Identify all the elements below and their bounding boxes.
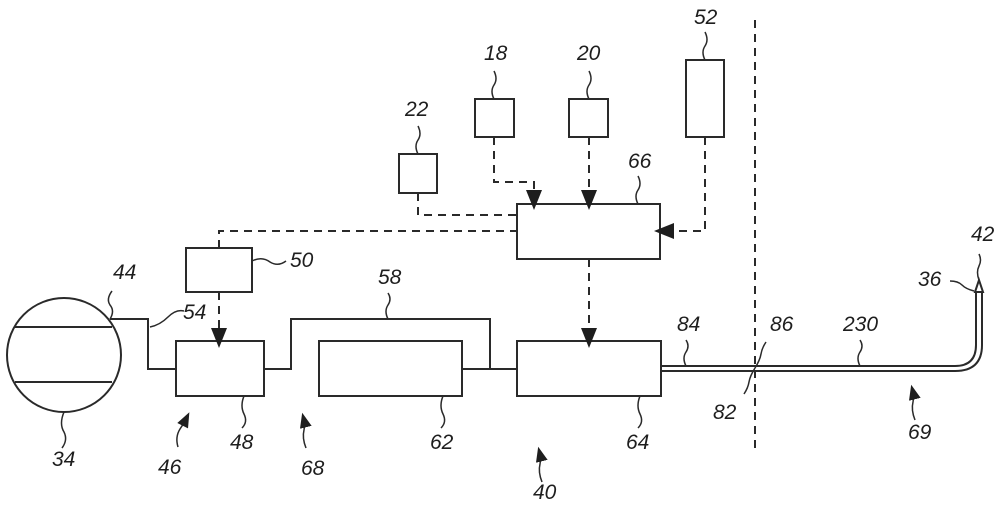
box-48 (175, 340, 265, 397)
label-86: 86 (770, 313, 794, 336)
box-64 (516, 340, 662, 397)
label-52: 52 (694, 6, 718, 29)
label-40: 40 (533, 481, 557, 504)
box-18 (474, 98, 515, 138)
label-50: 50 (290, 249, 314, 272)
signal-22-66 (417, 193, 517, 216)
box-22 (398, 153, 438, 194)
leader-lines (60, 31, 982, 449)
box-62 (318, 340, 463, 397)
label-42: 42 (971, 223, 995, 246)
label-58: 58 (378, 266, 402, 289)
signal-66-50 (218, 230, 517, 248)
label-20: 20 (576, 42, 601, 65)
bypass-58 (264, 318, 491, 370)
label-62: 62 (430, 431, 454, 454)
conduit-230 (661, 290, 983, 372)
box-50 (185, 247, 253, 293)
label-84: 84 (677, 313, 700, 336)
line-54 (110, 318, 176, 370)
label-44: 44 (113, 261, 136, 284)
tank-34 (6, 297, 122, 413)
signal-52-66 (654, 137, 706, 239)
label-54: 54 (183, 301, 206, 324)
label-46: 46 (158, 456, 182, 479)
label-68: 68 (301, 457, 325, 480)
box-66 (516, 203, 661, 260)
label-69: 69 (908, 421, 932, 444)
label-82: 82 (713, 401, 737, 424)
label-22: 22 (404, 98, 429, 121)
label-64: 64 (626, 431, 649, 454)
label-230: 230 (842, 313, 878, 336)
label-66: 66 (628, 150, 652, 173)
label-36: 36 (918, 268, 942, 291)
signal-18-66 (493, 137, 542, 210)
nozzle-36 (973, 276, 985, 293)
box-20 (568, 98, 609, 138)
label-48: 48 (230, 431, 254, 454)
label-34: 34 (52, 448, 75, 471)
label-18: 18 (484, 42, 508, 65)
box-52 (685, 59, 725, 138)
reference-arrows (176, 384, 921, 483)
